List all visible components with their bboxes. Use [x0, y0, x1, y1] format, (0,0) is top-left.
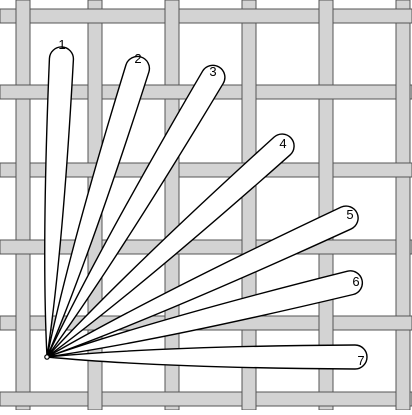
grid-weave-crossing [88, 391, 102, 407]
grid-horizontal-bar-6 [0, 392, 412, 406]
grid-weave-crossing [88, 84, 102, 100]
grid-weave-crossing [396, 239, 410, 255]
grid-weave-crossing [16, 162, 30, 178]
petal-label-7: 7 [357, 353, 364, 368]
grid-weave-crossing [242, 391, 256, 407]
petal-label-5: 5 [346, 207, 353, 222]
grid-weave-crossing [16, 8, 30, 24]
grid-weave-crossing [319, 8, 333, 24]
grid-weave-crossing [319, 162, 333, 178]
petal-label-4: 4 [279, 136, 286, 151]
grid-weave-crossing [396, 84, 410, 100]
grid-weave-crossing [396, 391, 410, 407]
grid-weave-crossing [165, 8, 179, 24]
petal-label-1: 1 [58, 37, 65, 52]
grid-weave-crossing [319, 315, 333, 331]
grid-weave-crossing [16, 315, 30, 331]
grid-weave-crossing [242, 84, 256, 100]
base-knot [45, 355, 49, 359]
petal-label-6: 6 [352, 274, 359, 289]
petal-label-3: 3 [209, 64, 216, 79]
petal-label-2: 2 [134, 51, 141, 66]
grid-horizontal-bar-1 [0, 9, 412, 23]
grid-horizontal-bar-4 [0, 240, 412, 254]
grid-vertical-bar-1 [16, 0, 30, 410]
grid-vertical-bar-6 [396, 0, 410, 410]
